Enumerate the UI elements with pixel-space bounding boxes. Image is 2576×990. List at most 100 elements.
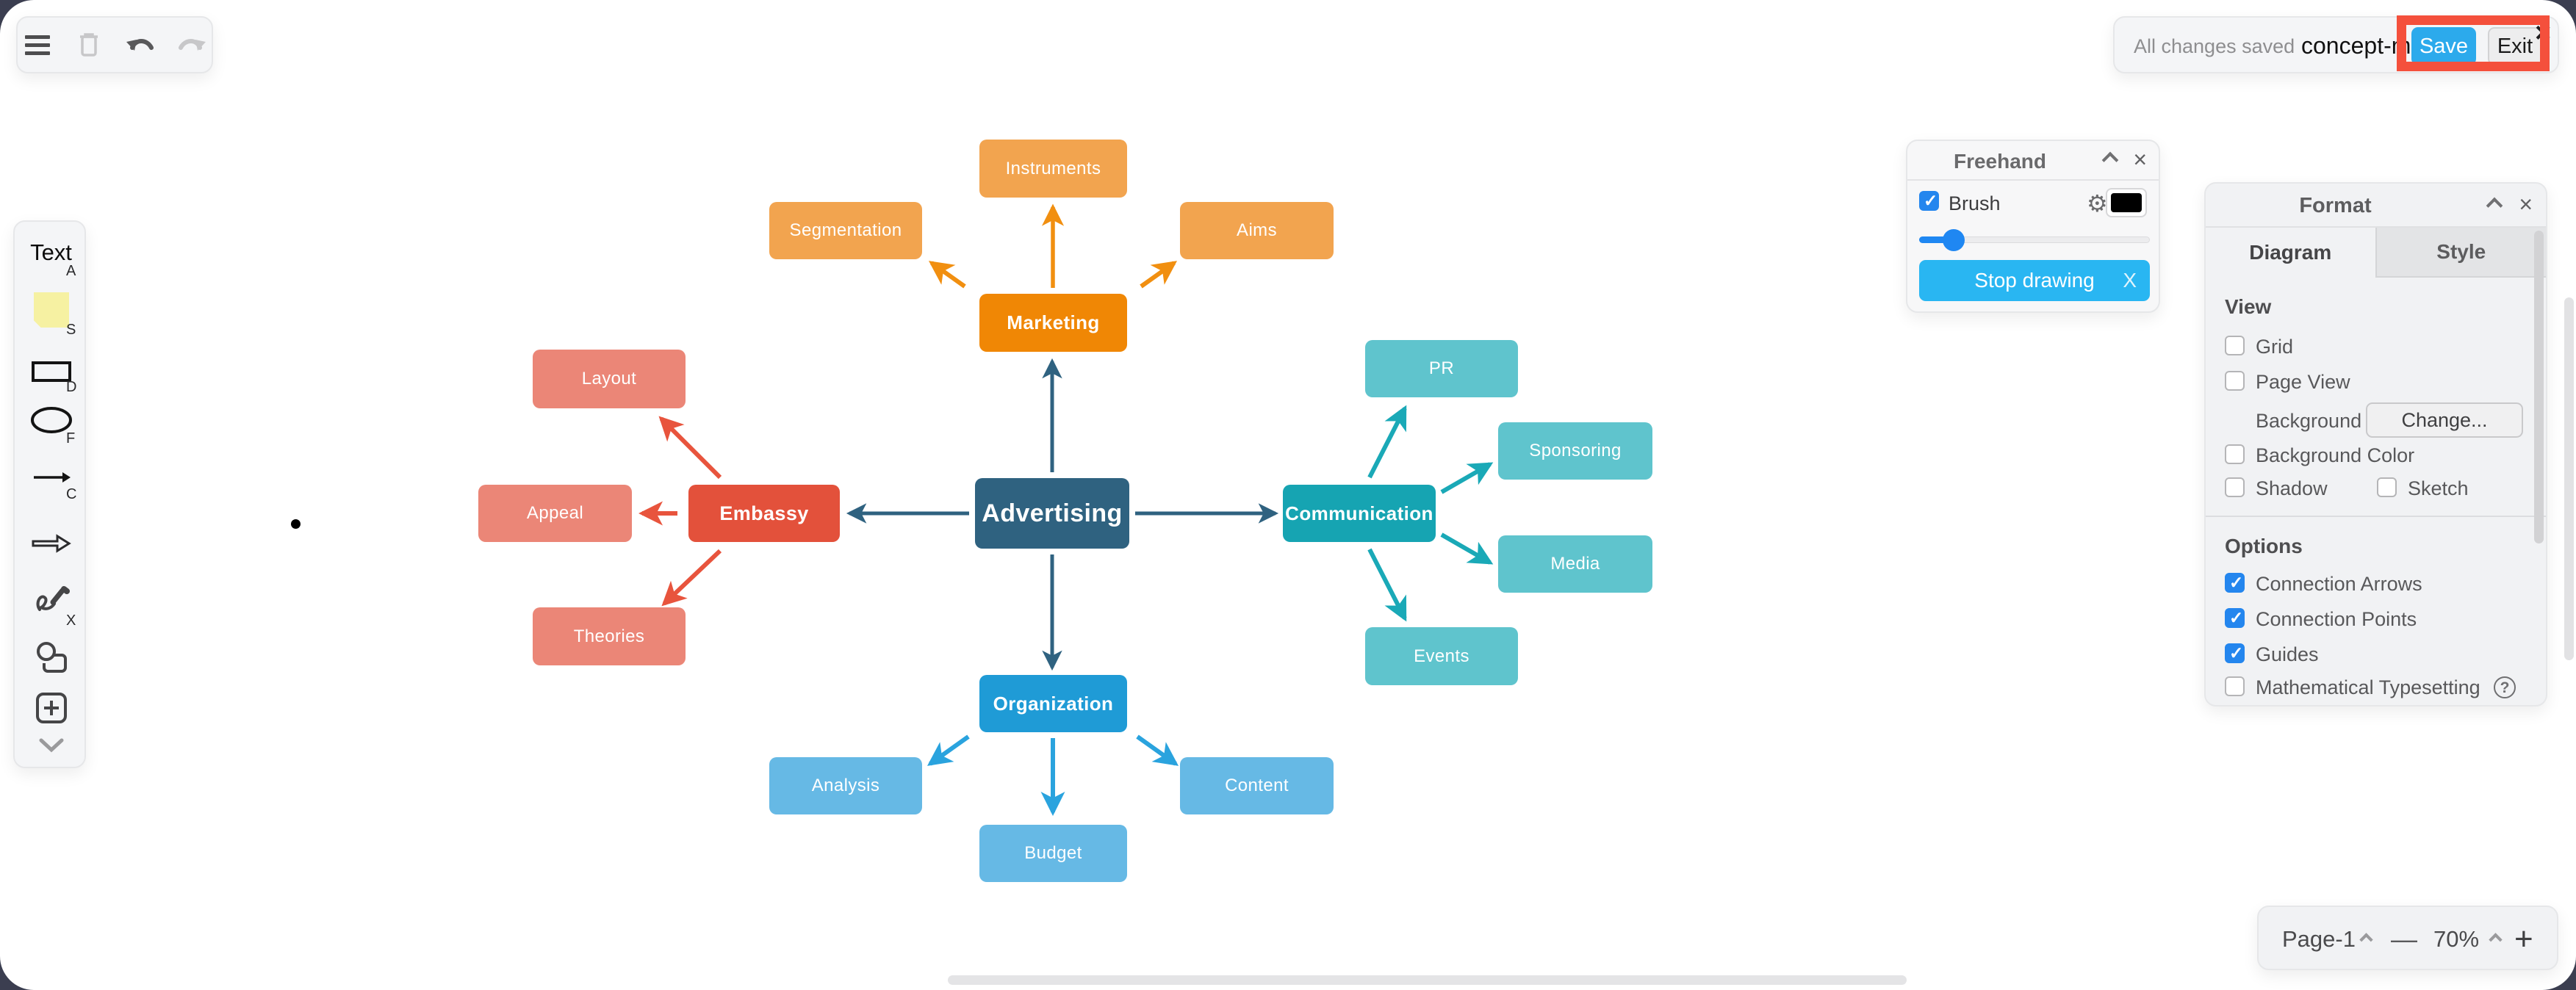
freehand-title: Freehand [1953,150,2047,173]
connection-points-checkbox[interactable] [2225,608,2245,628]
diagram-node-pr[interactable]: PR [1365,340,1518,397]
slider-knob[interactable] [1943,229,1965,251]
connection-arrows-checkbox[interactable] [2225,573,2245,593]
tab-style[interactable]: Style [2375,228,2546,278]
diagram-node-analysis[interactable]: Analysis [769,757,922,814]
diagram-node-segmentation[interactable]: Segmentation [769,202,922,259]
diagram-node-advertising[interactable]: Advertising [975,478,1129,549]
freehand-header: Freehand × [1907,141,2159,181]
close-panel-icon[interactable]: × [2519,191,2533,217]
freehand-pen-tool[interactable] [15,582,87,617]
brush-size-slider[interactable] [1919,229,2150,251]
shadow-checkbox[interactable] [2225,477,2245,497]
diagram-node-communication[interactable]: Communication [1283,485,1436,542]
line-arrow-tool[interactable] [15,469,87,486]
diagram-node-instruments[interactable]: Instruments [979,140,1127,198]
format-panel-scrollbar[interactable] [2534,231,2544,543]
page-view-label: Page View [2256,371,2350,393]
diagram-node-media[interactable]: Media [1498,535,1652,593]
sketch-label: Sketch [2408,477,2469,499]
connection-points-label: Connection Points [2256,608,2417,630]
redo-icon[interactable] [176,29,208,61]
gear-icon[interactable]: ⚙ [2087,189,2108,217]
collapse-panel-icon[interactable] [2486,197,2503,214]
format-tabs: Diagram Style [2206,228,2546,278]
help-icon[interactable]: ? [2494,676,2516,698]
background-label: Background [2256,410,2362,432]
zoom-out-button[interactable]: — [2391,924,2417,954]
diagram-node-content[interactable]: Content [1180,757,1334,814]
shortcut-s: S [66,322,76,338]
shapes-tool[interactable] [15,640,87,674]
slider-fill [1919,236,1954,243]
block-arrow-tool[interactable] [15,533,87,554]
zoom-in-button[interactable]: + [2514,921,2533,957]
zoom-level[interactable]: 70% [2433,926,2480,952]
ellipse-tool[interactable] [15,406,87,434]
diagram-edge-mkt-aims[interactable] [1140,261,1178,289]
freehand-dot [291,519,301,529]
diagram-node-events[interactable]: Events [1365,627,1518,685]
diagram-node-sponsoring[interactable]: Sponsoring [1498,422,1652,480]
diagram-edge-org-analysis[interactable] [927,734,970,766]
diagram-node-organization[interactable]: Organization [979,675,1127,732]
diagram-edge-org-content[interactable] [1136,734,1179,766]
close-panel-icon[interactable]: × [2133,146,2147,173]
save-button[interactable]: Save [2411,27,2476,65]
horizontal-scrollbar[interactable] [948,975,1907,985]
freehand-panel: Freehand × Brush ⚙ Stop drawing X [1906,140,2160,313]
text-tool[interactable]: Text [30,239,72,265]
collapse-panel-icon[interactable] [2101,151,2119,169]
diagram-node-aims[interactable]: Aims [1180,202,1334,259]
save-status: All changes saved [2134,35,2295,57]
zoom-chevron-icon[interactable] [2489,907,2503,972]
sticky-note-tool[interactable] [34,292,69,328]
diagram-edge-com-events[interactable] [1367,548,1407,622]
diagram-node-budget[interactable]: Budget [979,825,1127,882]
rectangle-tool[interactable] [15,361,87,383]
stop-drawing-label: Stop drawing [1974,269,2095,292]
brush-checkbox[interactable] [1919,191,1939,211]
background-color-checkbox[interactable] [2225,444,2245,464]
stop-drawing-button[interactable]: Stop drawing X [1919,260,2150,301]
page-selector[interactable]: Page-1 [2282,926,2356,952]
section-divider [2206,516,2546,517]
menu-icon[interactable] [21,29,54,61]
diagram-node-appeal[interactable]: Appeal [478,485,632,542]
delete-icon[interactable] [73,29,105,61]
brush-color-value [2111,193,2142,212]
diagram-edge-mkt-segmentation[interactable] [928,261,966,289]
chevron-down-icon[interactable] [15,737,87,754]
undo-icon[interactable] [124,29,156,61]
diagram-node-layout[interactable]: Layout [533,350,686,408]
diagram-node-marketing[interactable]: Marketing [979,294,1127,352]
grid-checkbox[interactable] [2225,336,2245,355]
exit-button[interactable]: Exit [2488,27,2542,65]
guides-label: Guides [2256,643,2319,665]
change-background-button[interactable]: Change... [2366,402,2523,438]
grid-label: Grid [2256,336,2294,358]
format-header: Format × [2206,184,2546,228]
overlay-close-icon[interactable]: × [2535,18,2552,48]
brush-color-swatch[interactable] [2106,188,2147,217]
sketch-checkbox[interactable] [2377,477,2397,497]
diagram-edge-emb-theories[interactable] [661,549,722,607]
diagram-edge-com-sponsoring[interactable] [1440,462,1494,494]
insert-shape-tool[interactable] [15,692,87,724]
diagram-edge-emb-layout[interactable] [658,416,722,480]
math-typesetting-checkbox[interactable] [2225,676,2245,696]
page-chevron-icon[interactable] [2359,907,2373,972]
tab-diagram[interactable]: Diagram [2206,228,2375,278]
stop-drawing-x-icon: X [2123,269,2137,292]
diagram-edge-com-media[interactable] [1440,532,1494,565]
diagram-node-embassy[interactable]: Embassy [688,485,840,542]
guides-checkbox[interactable] [2225,643,2245,663]
vertical-scrollbar[interactable] [2564,297,2574,660]
diagram-edge-com-pr[interactable] [1367,405,1407,479]
page-view-checkbox[interactable] [2225,371,2245,391]
diagram-node-theories[interactable]: Theories [533,607,686,665]
brush-label: Brush [1949,192,2001,214]
